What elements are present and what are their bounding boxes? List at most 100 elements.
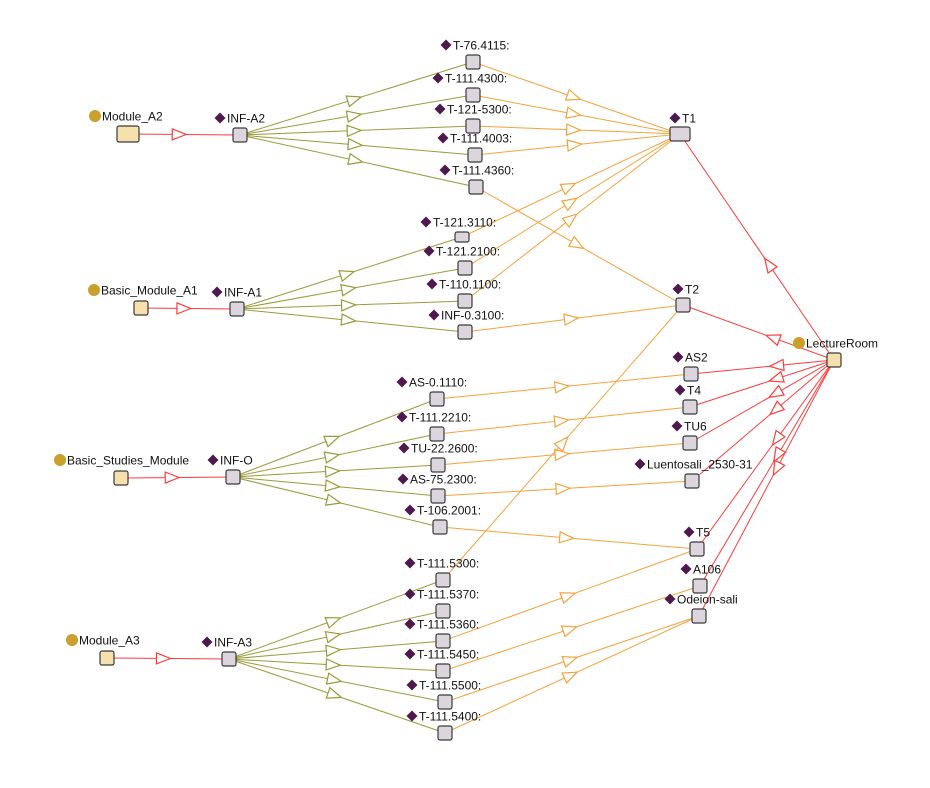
node-box[interactable] <box>232 127 248 143</box>
node-box[interactable] <box>682 435 698 451</box>
individual-diamond-icon <box>201 636 213 648</box>
individual-node-c-111-5370[interactable]: T-111.5370: <box>404 588 480 619</box>
individual-node-c-76-4115[interactable]: T-76.4115: <box>440 39 510 70</box>
edge-program-to-course <box>239 124 474 138</box>
node-box[interactable] <box>225 469 241 485</box>
class-node-module-a3[interactable]: Module_A3 <box>66 634 140 666</box>
edge-module-to-program-arrowhead <box>171 128 188 141</box>
class-node-lectureroom[interactable]: LectureRoom <box>793 337 878 368</box>
node-box[interactable] <box>682 399 698 415</box>
node-box[interactable] <box>457 260 473 276</box>
individual-node-r-t4[interactable]: T4 <box>674 384 702 415</box>
individual-node-c-tu-22-2600[interactable]: TU-22.2600: <box>398 442 478 473</box>
edge-program-to-course-arrowhead <box>324 465 342 479</box>
individual-node-r-as2[interactable]: AS2 <box>672 351 709 382</box>
node-box[interactable] <box>465 87 481 103</box>
individual-node-c-111-4360[interactable]: T-111.4360: <box>439 164 515 195</box>
node-box[interactable] <box>457 293 473 309</box>
node-box[interactable] <box>229 301 245 317</box>
edge-program-to-course <box>236 267 466 310</box>
node-box[interactable] <box>437 694 453 710</box>
edge-course-to-room <box>436 373 692 400</box>
node-label: T5 <box>696 526 710 540</box>
node-box[interactable] <box>430 457 446 473</box>
node-box[interactable] <box>113 470 129 486</box>
individual-diamond-icon <box>672 351 684 363</box>
node-box[interactable] <box>432 519 448 535</box>
node-box[interactable] <box>435 603 451 619</box>
individual-node-c-111-5400[interactable]: T-111.5400: <box>406 710 482 741</box>
node-label: INF-O <box>220 454 253 468</box>
individual-node-inf-a1[interactable]: INF-A1 <box>211 286 263 317</box>
node-box[interactable] <box>465 118 481 134</box>
edge-program-to-course-arrowhead <box>324 616 342 629</box>
class-node-basic-studies-module[interactable]: Basic_Studies_Module <box>54 454 189 486</box>
individual-node-r-a106[interactable]: A106 <box>680 563 722 594</box>
node-box[interactable] <box>467 147 483 163</box>
individual-node-r-luentosali[interactable]: Luentosali_2530-31 <box>634 458 753 489</box>
individual-node-inf-a2[interactable]: INF-A2 <box>214 112 266 143</box>
edge-program-to-course <box>228 610 444 660</box>
class-node-module-a2[interactable]: Module_A2 <box>89 110 163 143</box>
individual-diamond-icon <box>672 283 684 295</box>
individual-node-r-t1[interactable]: T1 <box>669 112 697 142</box>
edge-course-to-room-arrowhead <box>553 448 571 462</box>
node-box[interactable] <box>429 391 445 407</box>
node-box[interactable] <box>116 125 140 143</box>
individual-node-c-111-5300[interactable]: T-111.5300: <box>404 557 480 588</box>
individual-diamond-icon <box>406 710 418 722</box>
individual-node-r-odeion[interactable]: Odeion-sali <box>664 593 738 624</box>
node-box[interactable] <box>437 725 453 741</box>
edge-program-to-course <box>232 476 441 528</box>
node-box[interactable] <box>684 473 700 489</box>
edge-class-to-instance-line <box>698 359 835 617</box>
individual-node-c-121-2100[interactable]: T-121.2100: <box>423 245 501 276</box>
individual-node-c-121-3110[interactable]: T-121.3110: <box>420 216 497 243</box>
node-box[interactable] <box>457 324 473 340</box>
node-box[interactable] <box>454 231 470 243</box>
individual-node-c-as-75-2300[interactable]: AS-75.2300: <box>397 473 477 504</box>
individual-node-c-110-1100[interactable]: T-110.1100: <box>426 278 502 309</box>
individual-node-inf-a3[interactable]: INF-A3 <box>201 636 253 667</box>
individual-node-c-111-4300[interactable]: T-111.4300: <box>432 72 508 103</box>
individual-diamond-icon <box>683 526 695 538</box>
individual-node-c-111-4003[interactable]: T-111.4003: <box>437 132 513 163</box>
node-box[interactable] <box>435 572 451 588</box>
individual-node-r-t5[interactable]: T5 <box>683 526 711 557</box>
individual-node-r-t2[interactable]: T2 <box>672 283 700 313</box>
individual-node-c-111-2210[interactable]: T-111.2210: <box>396 411 472 442</box>
class-node-basic-module-a1[interactable]: Basic_Module_A1 <box>88 284 198 316</box>
node-box[interactable] <box>692 578 708 594</box>
individual-node-c-as-0-1110[interactable]: AS-0.1110: <box>396 376 468 407</box>
node-box[interactable] <box>669 126 691 142</box>
edge-program-to-course <box>236 298 466 312</box>
node-box[interactable] <box>429 426 445 442</box>
node-box[interactable] <box>465 54 481 70</box>
individual-node-c-111-5450[interactable]: T-111.5450: <box>404 648 480 679</box>
edge-course-to-room-arrowhead <box>564 88 583 101</box>
node-box[interactable] <box>683 366 699 382</box>
node-box[interactable] <box>435 633 451 649</box>
individual-node-c-inf-0-3100[interactable]: INF-0.3100: <box>428 309 505 340</box>
individual-node-r-tu6[interactable]: TU6 <box>671 420 707 451</box>
node-box[interactable] <box>691 608 707 624</box>
node-box[interactable] <box>435 663 451 679</box>
individual-node-c-111-5500[interactable]: T-111.5500: <box>406 679 482 710</box>
node-box[interactable] <box>221 651 237 667</box>
node-box[interactable] <box>468 179 484 195</box>
node-label: T-121.3110: <box>433 216 496 230</box>
node-box[interactable] <box>675 297 691 313</box>
individual-node-c-111-5360[interactable]: T-111.5360: <box>404 618 480 649</box>
node-box[interactable] <box>826 352 842 368</box>
individual-diamond-icon <box>404 588 416 600</box>
edge-class-to-instance-line <box>689 359 835 408</box>
edge-course-to-room-arrowhead <box>555 482 572 496</box>
node-box[interactable] <box>133 300 149 316</box>
individual-diamond-icon <box>211 286 223 298</box>
individual-node-inf-o[interactable]: INF-O <box>207 454 253 485</box>
individual-node-c-121-5300[interactable]: T-121-5300: <box>434 103 512 134</box>
node-box[interactable] <box>99 650 115 666</box>
individual-node-c-106-2001[interactable]: T-106.2001: <box>404 504 482 535</box>
node-box[interactable] <box>430 488 446 504</box>
node-box[interactable] <box>689 541 705 557</box>
